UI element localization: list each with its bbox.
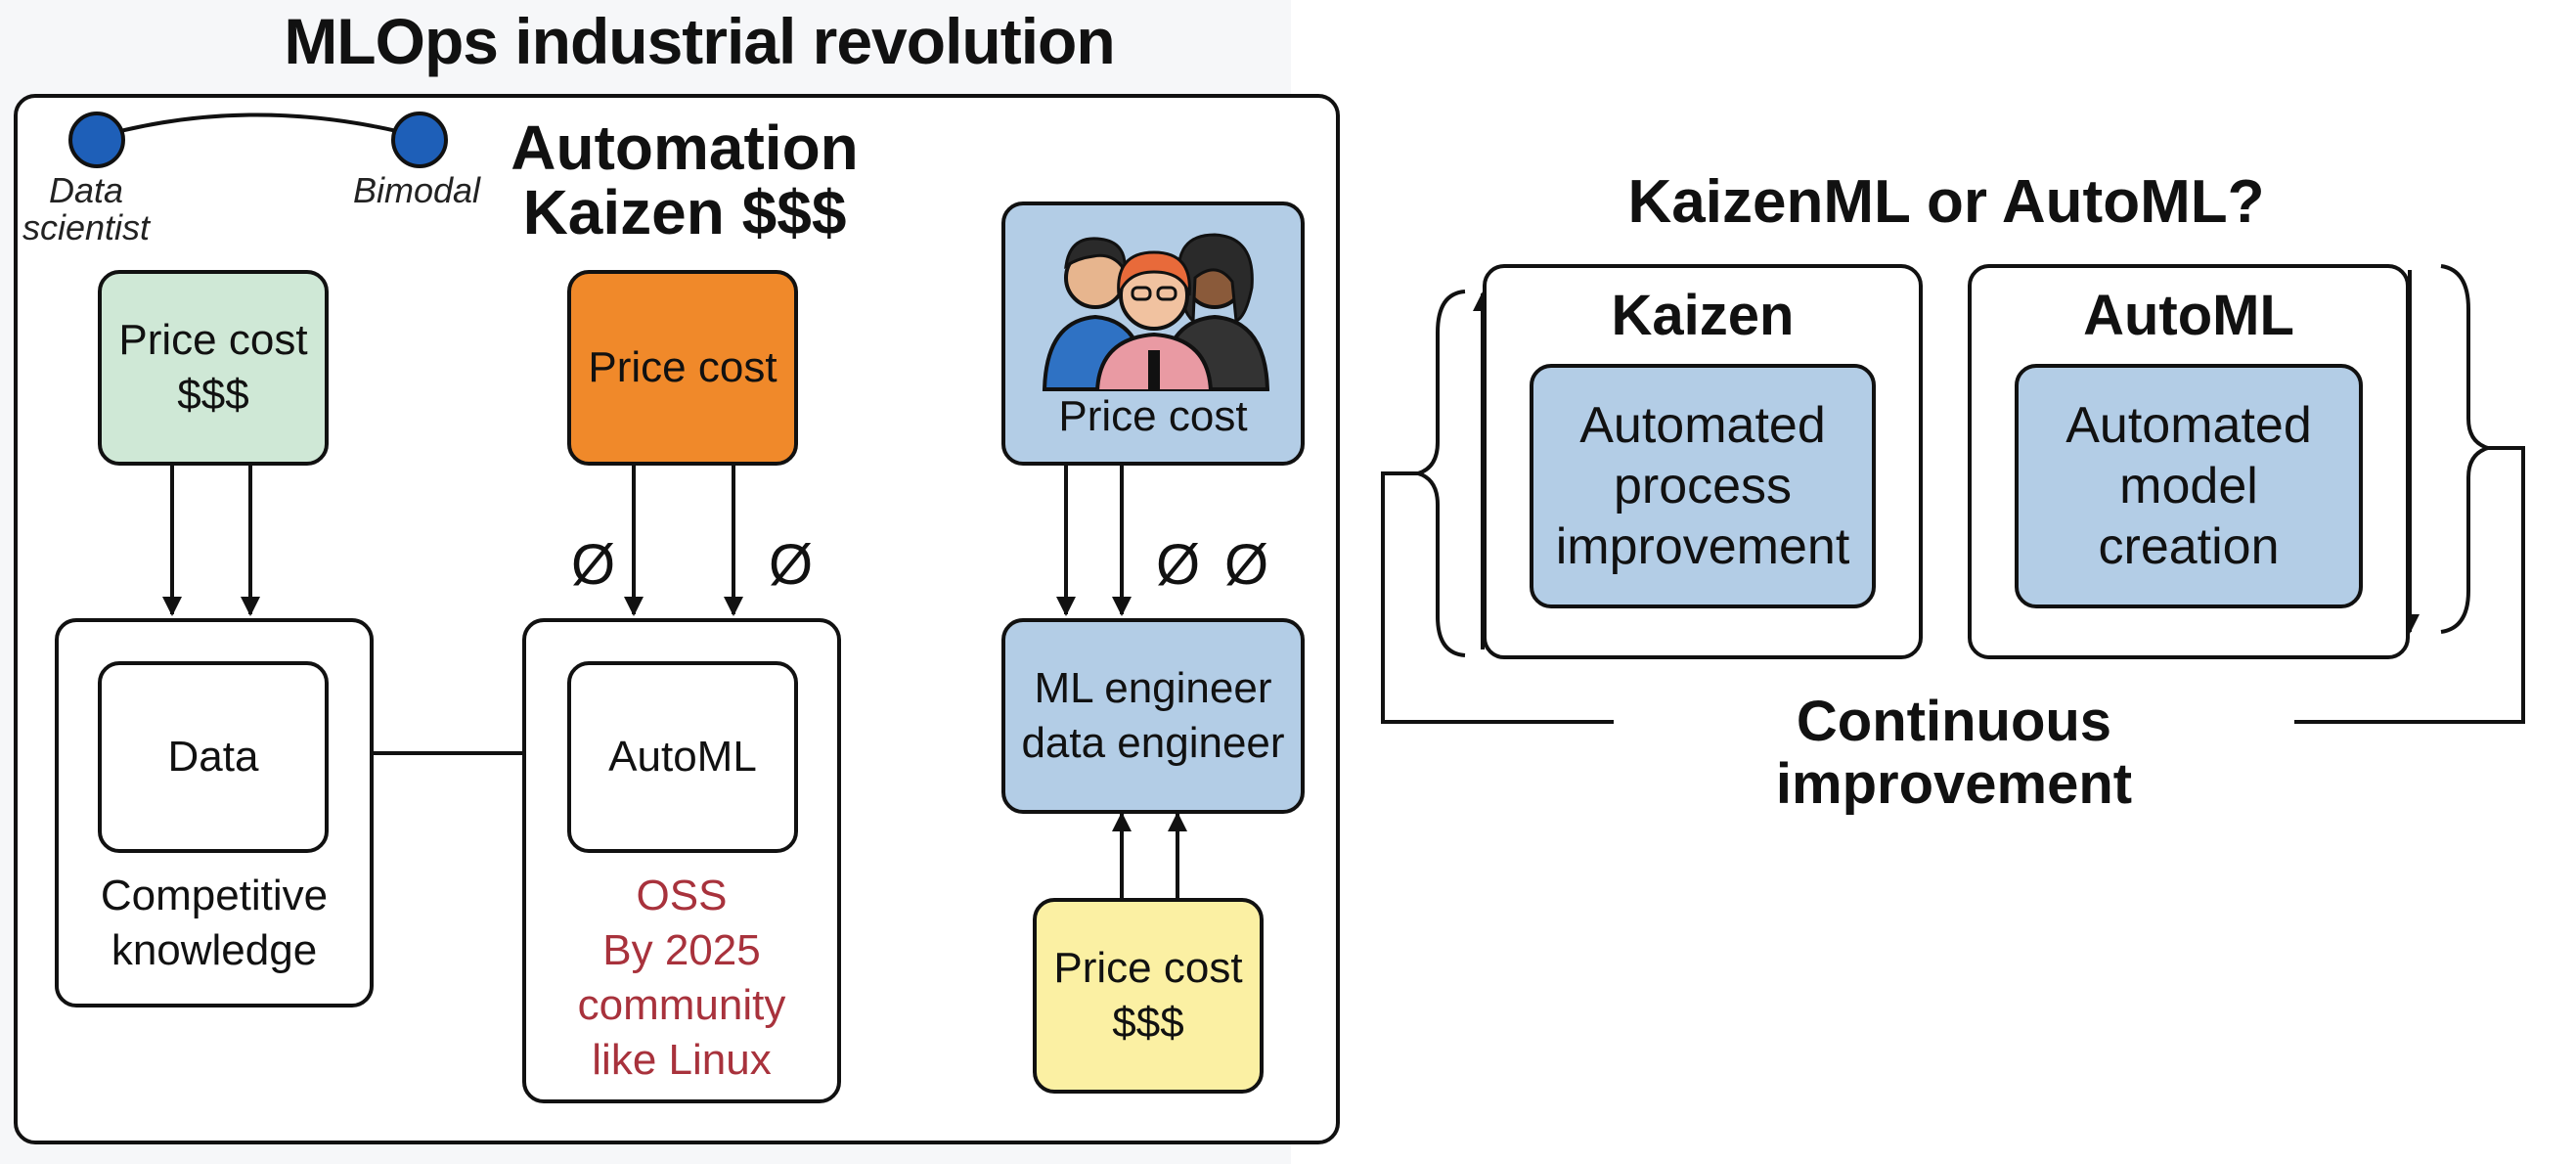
automation-kaizen-heading: Automation Kaizen $$$	[511, 112, 859, 247]
zero-symbol-col2-left: Ø	[571, 533, 616, 597]
kaizen-heading: Kaizen	[1611, 284, 1795, 347]
loop-outer-right	[2294, 446, 2525, 724]
bimodal-dot	[391, 112, 448, 168]
zero-symbol-col2-right: Ø	[769, 533, 814, 597]
loop-left-brace	[1411, 290, 1466, 657]
loop-outer-left	[1381, 471, 1614, 724]
zero-symbol-col3-right: Ø	[1224, 533, 1269, 597]
legend-bimodal-label: Bimodal	[352, 170, 481, 210]
oss-caption: OSS By 2025 community like Linux	[577, 872, 786, 1084]
automated-model-creation-label: Automated model creation	[2065, 397, 2312, 575]
automated-model-creation-box: Automated model creation	[2015, 364, 2363, 608]
competitive-knowledge-caption: Competitive knowledge	[100, 872, 329, 974]
data-scientist-dot	[68, 112, 125, 168]
people-group-icon	[1042, 233, 1270, 391]
price-cost-green-label: Price cost $$$	[118, 316, 308, 419]
right-diagram-title: KaizenML or AutoML?	[1627, 168, 2265, 236]
legend-data-scientist-label: Data scientist	[22, 170, 151, 247]
automl-right-heading: AutoML	[2083, 284, 2294, 347]
ml-engineer-label: ML engineer data engineer	[1021, 664, 1285, 767]
ml-engineer-box: ML engineer data engineer	[1001, 618, 1305, 814]
automated-process-improvement-box: Automated process improvement	[1530, 364, 1876, 608]
loop-right-brace	[2440, 264, 2495, 634]
price-cost-green-box: Price cost $$$	[98, 270, 329, 466]
automl-label: AutoML	[608, 733, 757, 781]
automated-process-improvement-label: Automated process improvement	[1555, 397, 1850, 575]
left-diagram-title: MLOps industrial revolution	[284, 5, 1115, 77]
price-cost-yellow-box: Price cost $$$	[1033, 898, 1264, 1094]
price-cost-blue-label: Price cost	[1058, 392, 1248, 440]
price-cost-orange-label: Price cost	[588, 343, 777, 391]
continuous-improvement-label: Continuous improvement	[1614, 691, 2294, 816]
legend-arc	[97, 112, 422, 139]
data-box: Data	[98, 661, 329, 853]
price-cost-orange-box: Price cost	[567, 270, 798, 466]
price-cost-yellow-label: Price cost $$$	[1053, 944, 1243, 1047]
zero-symbol-col3-left: Ø	[1156, 533, 1201, 597]
data-label: Data	[167, 733, 259, 781]
automl-box: AutoML	[567, 661, 798, 853]
